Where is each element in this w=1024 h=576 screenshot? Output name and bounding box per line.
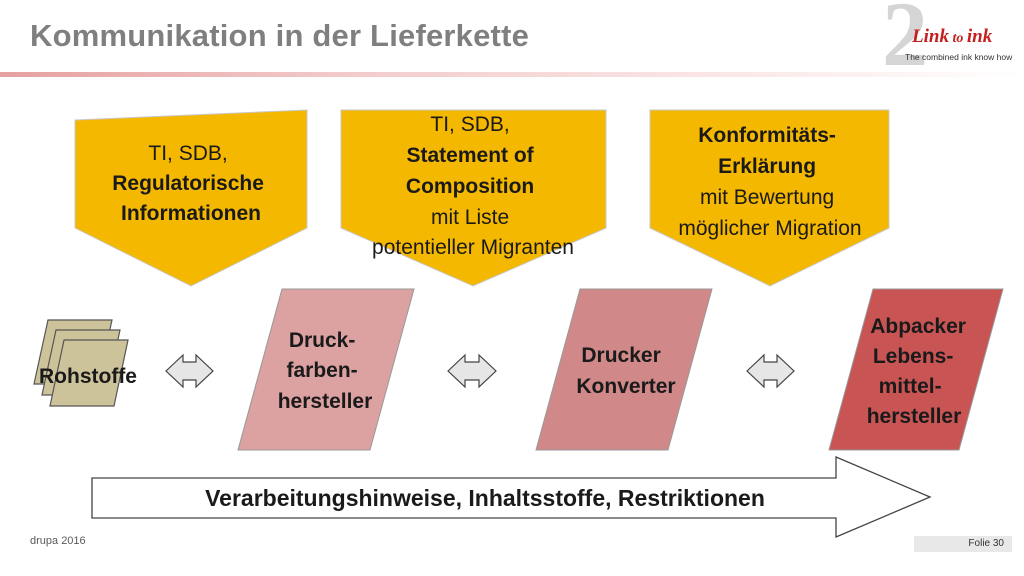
document-line: potentieller Migranten	[372, 236, 574, 259]
actor-line: Lebens-	[873, 345, 954, 368]
document-box-3: Konformitäts- Erklärung mit Bewertung mö…	[649, 109, 890, 287]
flow-arrow-label: Verarbeitungshinweise, Inhaltsstoffe, Re…	[205, 485, 765, 511]
document-box-1: TI, SDB, Regulatorische Informationen	[74, 109, 308, 287]
logo-tagline: The combined ink know how	[905, 52, 1013, 62]
link-to-ink-logo: 2 Link to ink The combined ink know how	[872, 0, 1022, 80]
document-shape	[649, 109, 890, 287]
actor-line: hersteller	[867, 405, 962, 428]
document-line: TI, SDB,	[148, 142, 227, 165]
actor-text: Druck- farben- hersteller	[278, 329, 373, 413]
document-line: TI, SDB,	[430, 113, 509, 136]
document-text: Konformitäts- Erklärung mit Bewertung mö…	[678, 124, 861, 240]
actor-shape	[237, 288, 415, 451]
double-arrow-1	[165, 353, 214, 389]
raw-materials-label: Rohstoffe	[39, 365, 137, 388]
actor-line: hersteller	[278, 390, 373, 413]
actor-printer-converter: Drucker Konverter	[535, 288, 713, 451]
actor-line: Drucker	[581, 344, 660, 367]
document-shape	[74, 109, 308, 287]
double-arrow-3	[746, 353, 795, 389]
document-line: mit Liste	[431, 206, 509, 229]
document-text: TI, SDB, Statement of Composition mit Li…	[372, 113, 574, 259]
document-line: Statement of	[406, 144, 534, 167]
document-line: möglicher Migration	[678, 217, 861, 240]
document-line: Regulatorische	[112, 172, 264, 195]
actor-line: farben-	[286, 359, 357, 382]
logo-word-ink: ink	[966, 26, 993, 47]
slide-number: Folie 30	[914, 536, 1012, 552]
actor-shape	[535, 288, 713, 451]
flow-arrow-shape	[91, 456, 932, 538]
logo-word-link: Link	[912, 26, 949, 47]
actor-food-packer: Abpacker Lebens- mittel- hersteller	[828, 288, 1004, 451]
document-line: Erklärung	[718, 155, 816, 178]
logo-word-to: to	[948, 31, 967, 46]
document-shape	[340, 109, 607, 287]
actor-text: Abpacker Lebens- mittel- hersteller	[867, 315, 972, 428]
actor-line: Abpacker	[870, 315, 966, 338]
actor-shape	[828, 288, 1004, 451]
actor-line: mittel-	[879, 375, 942, 398]
raw-sheet-front	[49, 339, 129, 407]
flow-arrow: Verarbeitungshinweise, Inhaltsstoffe, Re…	[91, 456, 932, 538]
footer-event: drupa 2016	[30, 535, 86, 547]
document-line: mit Bewertung	[700, 186, 834, 209]
title-underline	[0, 72, 1024, 77]
raw-materials-stack: Rohstoffe	[33, 319, 137, 407]
document-line: Composition	[406, 175, 534, 198]
actor-text: Drucker Konverter	[576, 344, 675, 398]
document-line: Informationen	[121, 202, 261, 225]
slide-title: Kommunikation in der Lieferkette	[30, 18, 530, 53]
actor-line: Konverter	[576, 375, 675, 398]
document-text: TI, SDB, Regulatorische Informationen	[112, 142, 270, 225]
actor-line: Druck-	[289, 329, 356, 352]
actor-ink-manufacturer: Druck- farben- hersteller	[237, 288, 415, 451]
document-box-2: TI, SDB, Statement of Composition mit Li…	[340, 109, 607, 287]
document-line: Konformitäts-	[698, 124, 836, 147]
logo-wordmark: Link to ink	[912, 26, 992, 48]
logo-number-glyph: 2	[882, 0, 928, 85]
double-arrow-2	[447, 353, 497, 389]
